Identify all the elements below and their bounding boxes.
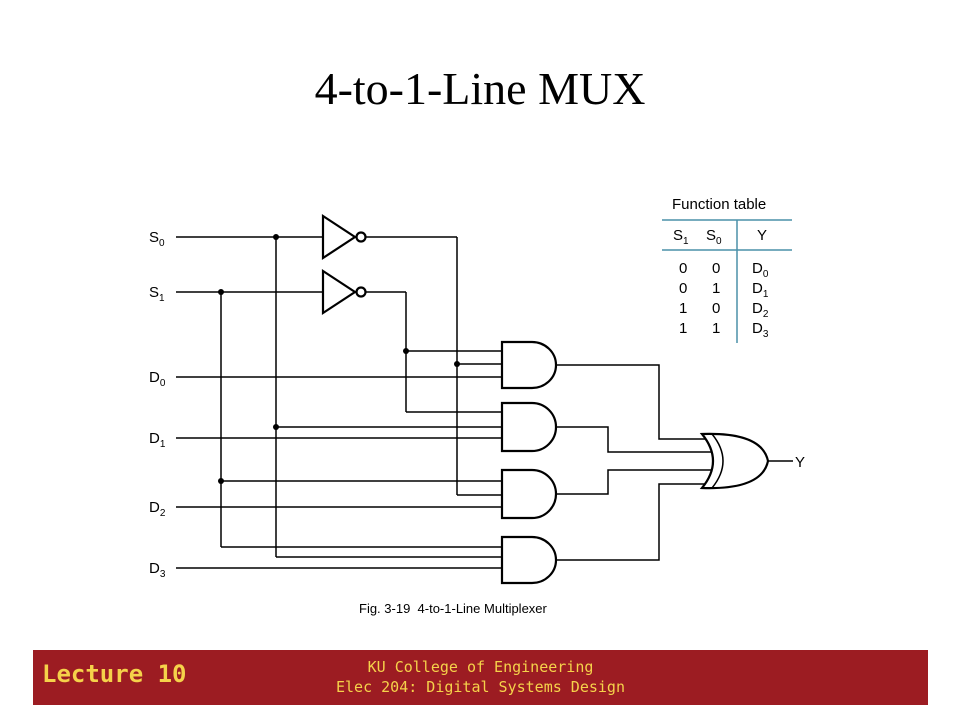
function-table-cell: D2 <box>752 300 769 320</box>
and-gate-1 <box>500 401 558 453</box>
input-label-s1: S1 <box>149 284 165 304</box>
and-gate-0 <box>500 340 558 390</box>
inverter-s1 <box>321 268 358 316</box>
function-table-cell: 0 <box>712 300 720 317</box>
inverter-bubble-s1 <box>355 286 367 298</box>
footer-lecture-label: Lecture 10 <box>42 660 187 688</box>
or-gate <box>699 432 770 490</box>
input-label-s0: S0 <box>149 229 165 249</box>
mux-diagram: S0 S1 D0 D1 D2 D3 Y <box>149 196 805 616</box>
input-label-d2: D2 <box>149 499 166 519</box>
wire-and0-out <box>556 364 712 440</box>
function-table-cell: D1 <box>752 280 769 300</box>
junction-dot <box>273 234 279 240</box>
function-table-cell: D0 <box>752 260 769 280</box>
inverter-bubble-s0 <box>355 231 367 243</box>
function-table-header-s0: S0 <box>706 227 722 247</box>
inverter-s0 <box>321 213 358 261</box>
function-table-cell: D3 <box>752 320 769 340</box>
wire-and1-out <box>556 426 716 453</box>
footer-course-name: Elec 204: Digital Systems Design <box>336 678 625 696</box>
input-label-d1: D1 <box>149 430 166 450</box>
and-gate-3 <box>500 535 558 585</box>
function-table-header-y: Y <box>757 227 767 244</box>
function-table-cell: 0 <box>712 260 720 277</box>
function-table-cell: 1 <box>712 280 720 297</box>
function-table-cell: 0 <box>679 280 687 297</box>
and-gate-2 <box>500 468 558 520</box>
function-table-cell: 1 <box>679 300 687 317</box>
function-table-cell: 0 <box>679 260 687 277</box>
footer-college-name: KU College of Engineering <box>367 658 594 676</box>
input-label-d0: D0 <box>149 369 166 389</box>
wire-and2-out <box>556 469 716 495</box>
slide-title: 4-to-1-Line MUX <box>314 63 646 114</box>
function-table-header-s1: S1 <box>673 227 689 247</box>
function-table-cell: 1 <box>679 320 687 337</box>
function-table-cell: 1 <box>712 320 720 337</box>
footer-bar: Lecture 10 KU College of Engineering Ele… <box>33 650 928 705</box>
or-gate-back <box>711 433 724 489</box>
figure-caption: Fig. 3-19 4-to-1-Line Multiplexer <box>359 601 548 616</box>
junction-dot <box>218 289 224 295</box>
output-label-y: Y <box>795 454 805 471</box>
input-label-d3: D3 <box>149 560 166 580</box>
wire-and3-out <box>556 483 712 561</box>
function-table-title: Function table <box>672 196 766 213</box>
